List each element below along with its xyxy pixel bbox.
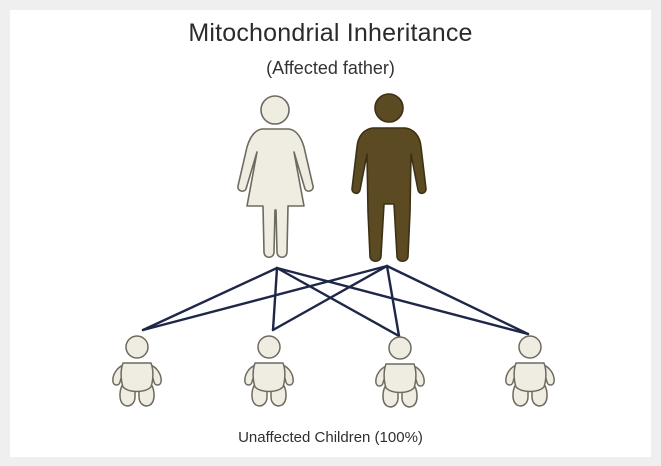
mother-child-2-line xyxy=(273,268,277,330)
father-child-1-line xyxy=(143,266,387,330)
diagram-subtitle: (Affected father) xyxy=(0,58,661,79)
father-child-3-line xyxy=(387,266,399,336)
diagram-title: Mitochondrial Inheritance xyxy=(0,19,661,48)
baby-icon xyxy=(376,337,424,407)
mother-child-4-line xyxy=(277,268,528,334)
female-figure-icon xyxy=(238,96,313,257)
father-child-4-line xyxy=(387,266,528,334)
male-figure-icon xyxy=(352,94,426,261)
baby-icon xyxy=(245,336,293,406)
inheritance-lines xyxy=(143,266,528,336)
baby-icon xyxy=(506,336,554,406)
baby-icon xyxy=(113,336,161,406)
children-caption: Unaffected Children (100%) xyxy=(0,429,661,446)
